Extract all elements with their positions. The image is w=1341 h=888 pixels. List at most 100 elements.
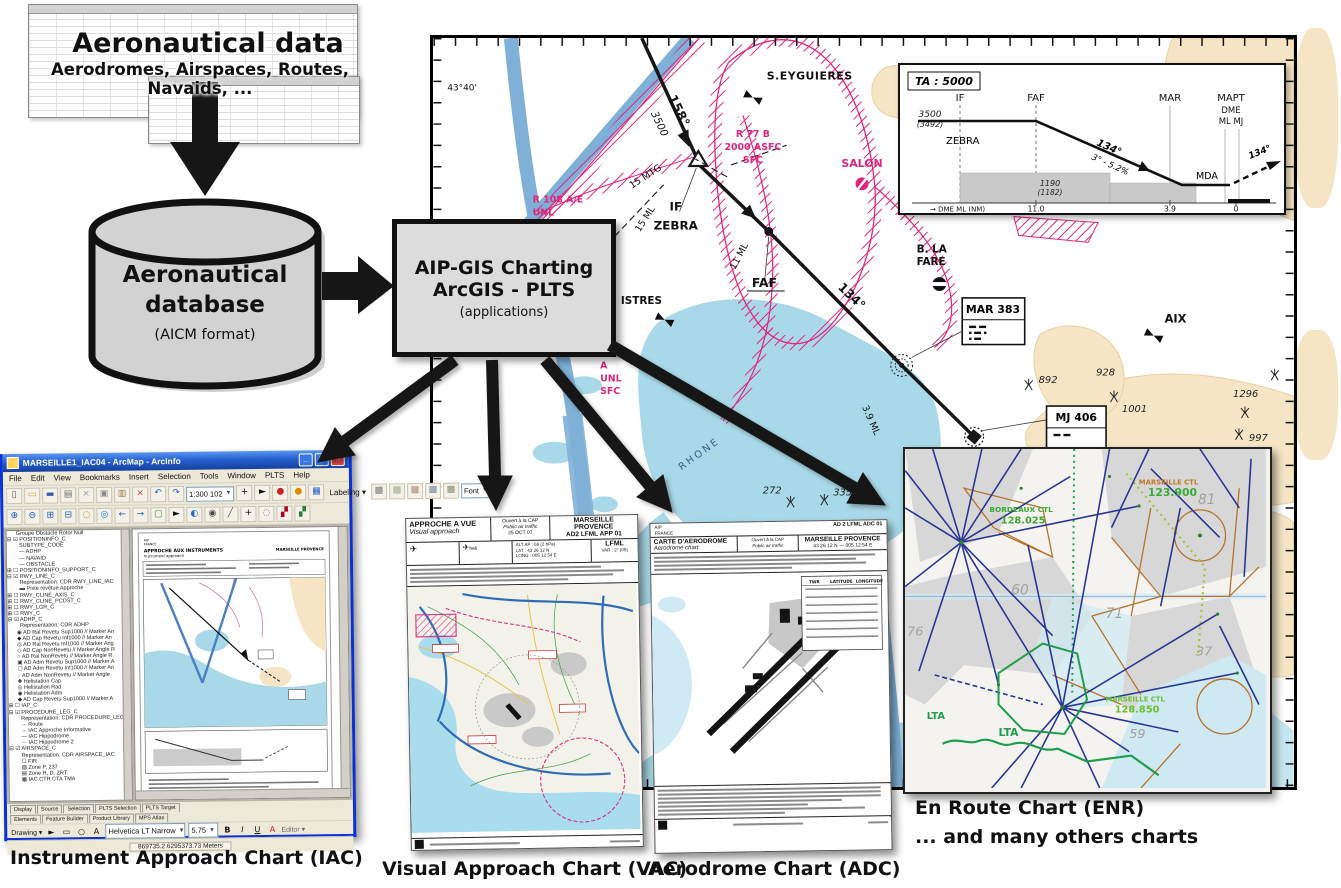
tool-orange-icon[interactable]: ●	[290, 484, 307, 501]
find-icon[interactable]: ◉	[204, 506, 221, 523]
svg-text:123.900: 123.900	[1148, 486, 1197, 499]
text-tool-icon[interactable]: A	[93, 826, 100, 837]
svg-text:ML MJ: ML MJ	[1219, 117, 1244, 127]
close-button[interactable]: ×	[330, 452, 345, 466]
select-elements-icon[interactable]: ►	[168, 506, 185, 524]
flow-arrow-right	[322, 256, 394, 314]
text-font-combo[interactable]: Helvetica LT Narrow▼	[105, 822, 186, 839]
new-document-icon[interactable]: ▯	[6, 487, 23, 505]
bottom-tab[interactable]: MPS Atlas	[134, 813, 169, 823]
canvas-hscrollbar[interactable]	[135, 787, 350, 800]
menu-item[interactable]: Help	[293, 470, 310, 480]
toc-tab[interactable]: PLTS Target	[141, 802, 180, 813]
label-toggle-icon[interactable]: ▩	[442, 482, 460, 499]
svg-text:11.0: 11.0	[1028, 205, 1045, 214]
drawing-menu-button[interactable]: Drawing ▾	[11, 829, 43, 837]
scale-combo[interactable]: 1:300 102▼	[186, 485, 235, 502]
italic-button[interactable]: I	[241, 825, 244, 835]
identify-icon[interactable]: ◐	[186, 506, 203, 523]
font-combo[interactable]: Font▼	[460, 482, 492, 499]
back-extent-icon[interactable]: ←	[114, 507, 131, 524]
table-of-contents[interactable]: Groupe Obstacle Rotor Null⊟ ☑ POSITIONIN…	[5, 528, 133, 803]
label-lock-icon[interactable]: ▩	[370, 483, 388, 500]
menu-item[interactable]: PLTS	[264, 470, 285, 480]
tool-red-icon[interactable]: ●	[272, 484, 289, 501]
open-folder-icon[interactable]: ▭	[24, 487, 41, 504]
toc-tab[interactable]: Display	[9, 804, 37, 815]
toc-layer-item[interactable]: ▦ IAC CTR CTA TMA	[9, 776, 76, 784]
plts-red-icon[interactable]: ▞	[276, 505, 293, 522]
plts-green-icon[interactable]: ▞	[294, 505, 311, 522]
fixed-zoom-out-icon[interactable]: ⊟	[60, 508, 77, 525]
svg-text:SALON: SALON	[841, 157, 882, 170]
toc-tab[interactable]: Selection	[63, 804, 95, 814]
svg-text:MAR 383: MAR 383	[966, 303, 1020, 316]
toc-tab[interactable]: PLTS Selection	[95, 803, 141, 814]
select-arrow-icon[interactable]: ►	[48, 827, 55, 837]
add-data-icon[interactable]: +	[236, 485, 253, 502]
menu-item[interactable]: Insert	[128, 472, 149, 482]
labeling-button[interactable]: Labeling ▾	[329, 487, 367, 497]
maximize-button[interactable]: □	[314, 452, 329, 466]
select-features-icon[interactable]: ▢	[150, 507, 167, 524]
svg-text:128.025: 128.025	[1001, 516, 1046, 527]
menu-item[interactable]: Tools	[199, 471, 219, 481]
measure-icon[interactable]: ╱	[222, 506, 239, 523]
svg-text:892: 892	[1039, 375, 1058, 386]
menu-item[interactable]: File	[8, 473, 22, 484]
navaid-box-mj: MJ 406	[1045, 405, 1107, 454]
editor-button[interactable]: Editor ▾	[281, 825, 306, 834]
forward-extent-icon[interactable]: →	[132, 507, 149, 524]
label-view-icon[interactable]: ▩	[424, 482, 442, 499]
bold-button[interactable]: B	[224, 825, 231, 835]
underline-button[interactable]: U	[254, 825, 261, 835]
zoom-in-icon[interactable]: ⊕	[6, 508, 23, 526]
approach-track	[640, 38, 985, 447]
print-icon[interactable]: ▤	[60, 487, 77, 504]
minimize-button[interactable]: _	[298, 452, 313, 467]
fixed-zoom-in-icon[interactable]: ⊞	[42, 508, 59, 525]
svg-text:LTA: LTA	[999, 726, 1020, 739]
ellipse-tool-icon[interactable]: ○	[77, 827, 85, 837]
cut-icon[interactable]: ×	[78, 487, 95, 504]
text-size-combo[interactable]: 5.75▼	[188, 822, 219, 838]
label-weight-icon[interactable]: ▩	[388, 483, 406, 500]
text-size-value: 5.75	[191, 825, 207, 835]
bottom-tab[interactable]: Feature Builder	[41, 814, 88, 824]
svg-text:158°: 158°	[664, 93, 692, 130]
menu-item[interactable]: Bookmarks	[79, 472, 120, 483]
editor-arrow-icon[interactable]: ►	[254, 484, 271, 502]
adc-footer	[655, 815, 892, 831]
copy-icon[interactable]: ▣	[96, 486, 113, 503]
full-extent-icon[interactable]: ◎	[96, 507, 113, 524]
zoom-out-icon[interactable]: ⊖	[24, 508, 41, 525]
svg-text:134°: 134°	[1247, 144, 1272, 162]
canvas-vscrollbar[interactable]	[337, 526, 350, 798]
delete-icon[interactable]: ×	[132, 486, 149, 503]
bottom-tab[interactable]: Product Library	[88, 813, 135, 824]
svg-text:UNL: UNL	[600, 373, 622, 384]
save-icon[interactable]: ▬	[42, 487, 59, 504]
toc-tab[interactable]: Source	[36, 804, 63, 814]
tool-table-icon[interactable]: ▦	[308, 484, 325, 501]
svg-text:Instrument approach: Instrument approach	[144, 553, 185, 558]
bottom-tab[interactable]: Elements	[10, 814, 42, 825]
terrain-bleed	[1294, 28, 1338, 208]
svg-text:ZEBRA: ZEBRA	[946, 136, 980, 147]
paste-ic[interactable]: ▥	[114, 486, 131, 503]
pan-icon[interactable]: ○	[78, 508, 95, 525]
map-canvas[interactable]: AIP FRANCE APPROCHE AUX INSTRUMENTS Inst…	[131, 525, 351, 801]
redo-icon[interactable]: ↷	[168, 485, 185, 503]
label-priority-icon[interactable]: ▩	[406, 482, 424, 500]
menu-item[interactable]: Selection	[157, 471, 191, 482]
rectangle-tool-icon[interactable]: ▭	[62, 827, 71, 837]
iac-chart-preview: AIP FRANCE APPROCHE AUX INSTRUMENTS Inst…	[137, 530, 333, 797]
font-color-button[interactable]: A	[269, 824, 276, 834]
undo-icon[interactable]: ↶	[150, 486, 167, 503]
menu-item[interactable]: Edit	[30, 473, 45, 483]
xy-icon[interactable]: +	[240, 506, 257, 523]
menu-item[interactable]: Window	[227, 471, 256, 481]
svg-text:71: 71	[1106, 606, 1124, 622]
menu-item[interactable]: View	[53, 473, 71, 483]
refresh-icon[interactable]: ◌	[258, 505, 275, 523]
